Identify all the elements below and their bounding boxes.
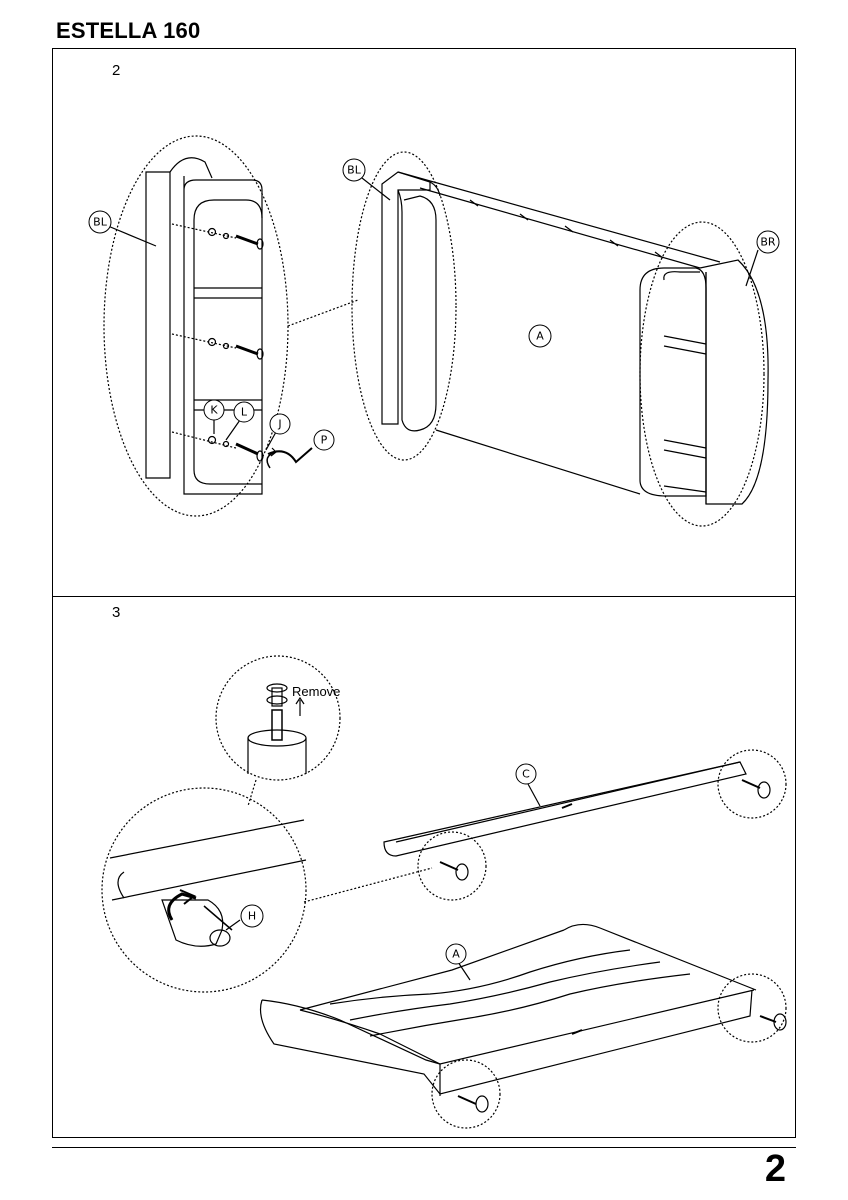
label-bl: BL <box>347 164 362 177</box>
bolt-row-1 <box>171 223 264 250</box>
label-l: L <box>241 406 248 419</box>
bed-base-a <box>259 989 753 1095</box>
label-bl-detail: BL <box>93 216 108 229</box>
step-3-number: 3 <box>112 604 121 621</box>
document-title: ESTELLA 160 <box>56 18 201 43</box>
side-panel-bl-detail <box>145 171 171 479</box>
detail-ellipse-bl <box>351 151 457 461</box>
bolt-row-2 <box>171 333 264 360</box>
bolt-row-3 <box>171 431 264 462</box>
label-k: K <box>210 404 218 417</box>
label-h: H <box>248 910 256 923</box>
instruction-frame <box>52 48 796 1138</box>
label-a-headboard: A <box>536 330 544 343</box>
allen-key-p <box>267 447 313 464</box>
rail-c <box>383 761 747 857</box>
headboard-panel-br <box>699 259 769 505</box>
detail-ellipse-bolts <box>103 135 289 517</box>
detail-circle-remove <box>215 655 341 781</box>
label-br: BR <box>760 236 776 249</box>
detail-circle-leg <box>101 787 307 993</box>
step-divider <box>52 596 796 597</box>
remove-callout: Remove <box>292 684 340 699</box>
label-p: P <box>321 434 328 447</box>
page-number: 2 <box>764 1148 786 1190</box>
headboard-panel-bl <box>381 171 431 425</box>
label-a-base: A <box>452 948 460 961</box>
label-j: J <box>277 418 281 431</box>
label-c: C <box>522 768 530 781</box>
step-2-number: 2 <box>112 62 121 79</box>
detail-ellipse-br <box>639 221 765 527</box>
footer-rule <box>52 1147 796 1148</box>
